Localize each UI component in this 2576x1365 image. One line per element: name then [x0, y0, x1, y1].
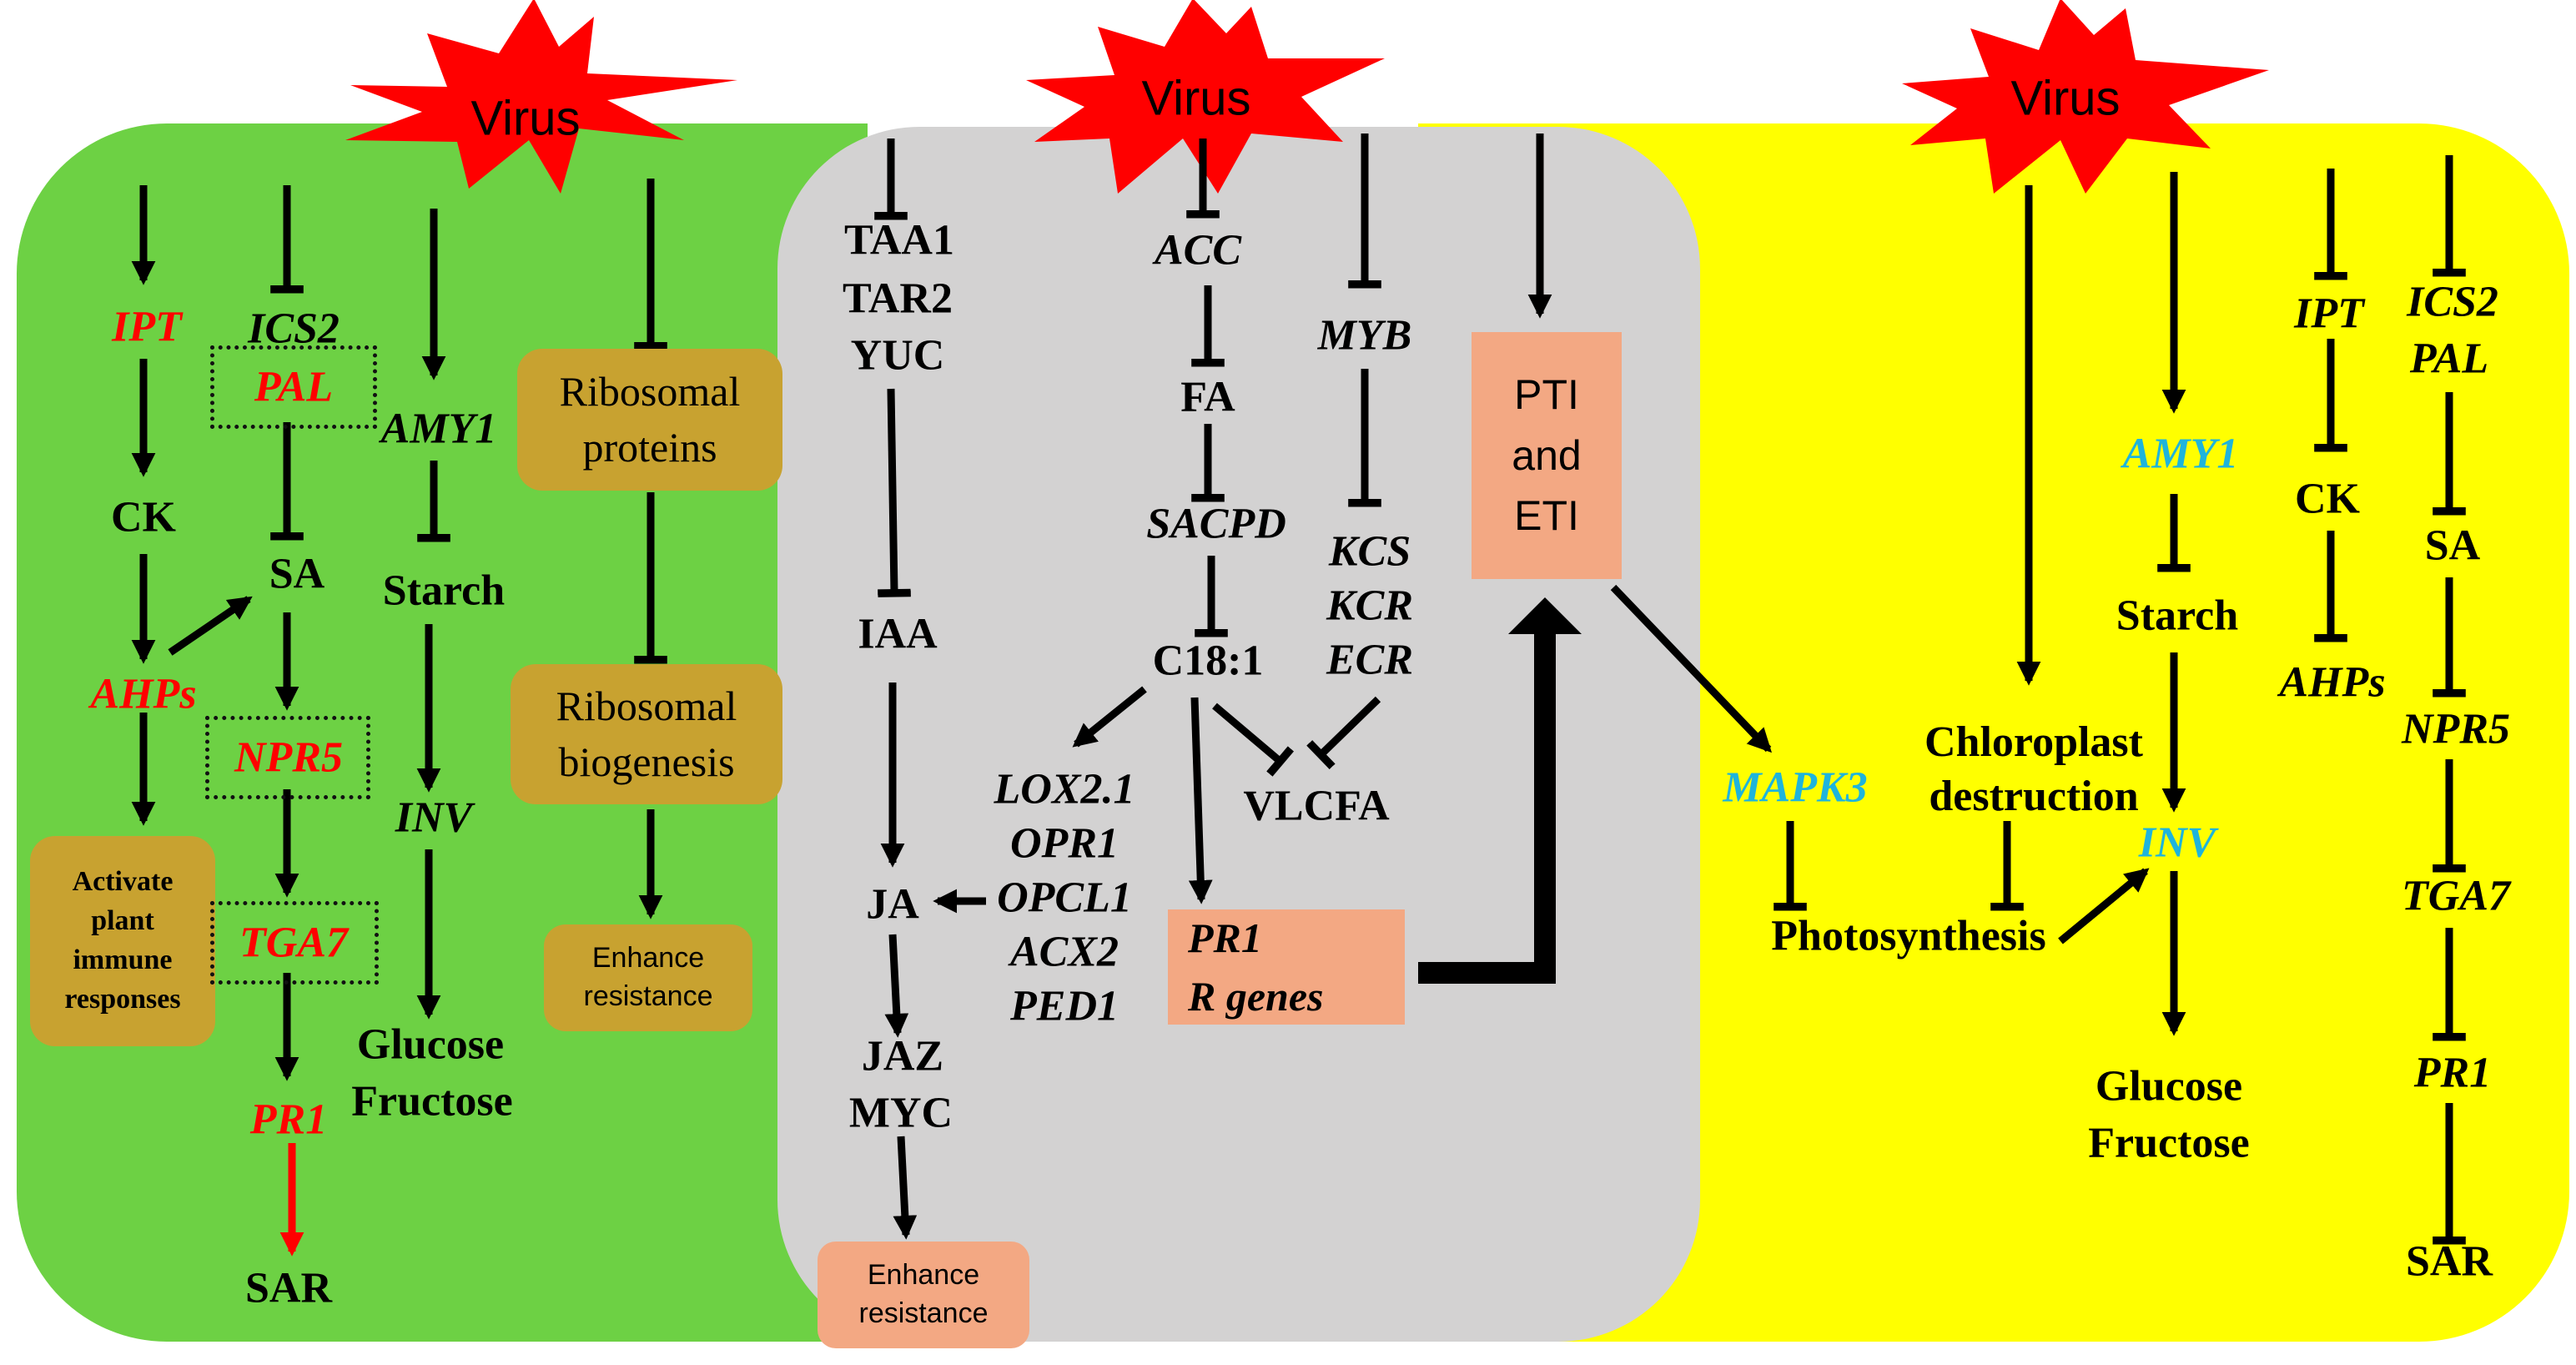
label-acc: ACC — [1154, 226, 1242, 275]
tga7-highlight-box — [210, 901, 379, 985]
label-ipt: IPT — [112, 303, 182, 351]
label-ipt-right: IPT — [2294, 290, 2364, 338]
label-pr1-middle: PR1 — [1188, 914, 1262, 961]
activate-line-2: plant — [91, 905, 154, 937]
label-fructose-right: Fructose — [2088, 1119, 2250, 1167]
label-taa1: TAA1 — [844, 216, 954, 264]
enhance-middle-line-2: resistance — [858, 1297, 989, 1329]
label-kcr: KCR — [1326, 582, 1414, 630]
label-photosynthesis: Photosynthesis — [1771, 912, 2046, 960]
label-ck: CK — [111, 493, 176, 541]
label-glucose-right: Glucose — [2095, 1062, 2243, 1111]
label-opcl1: OPCL1 — [997, 874, 1132, 922]
label-myb: MYB — [1317, 311, 1412, 360]
pti-eti-box: PTI and ETI — [1472, 332, 1622, 579]
ribosomal-proteins-box: Ribosomal proteins — [517, 349, 782, 491]
label-ahps-right: AHPs — [2279, 658, 2386, 707]
virus-star-middle — [1026, 0, 1385, 194]
enhance-resistance-box-left: Enhance resistance — [544, 924, 752, 1031]
pti-line-3: ETI — [1514, 492, 1579, 540]
label-ecr: ECR — [1326, 636, 1414, 684]
label-sa-right: SA — [2424, 521, 2481, 570]
label-sacpd: SACPD — [1146, 500, 1286, 548]
label-pal-right: PAL — [2409, 335, 2489, 383]
chloroplast-line-2: destruction — [1929, 773, 2139, 820]
middle-panel — [777, 127, 1700, 1342]
label-acx2: ACX2 — [1009, 928, 1119, 976]
label-r-genes: R genes — [1188, 973, 1324, 1020]
virus-label-middle: Virus — [1141, 71, 1251, 126]
right-panel — [1418, 123, 2569, 1342]
activate-immune-box: Activate plant immune responses — [30, 836, 215, 1046]
enhance-middle-line-1: Enhance — [867, 1259, 980, 1292]
label-pr1-left: PR1 — [249, 1096, 328, 1144]
enhance-resistance-box-middle: Enhance resistance — [818, 1242, 1029, 1348]
virus-label-right: Virus — [2010, 71, 2121, 126]
label-kcs: KCS — [1328, 527, 1411, 576]
enhance-left-line-2: resistance — [583, 980, 713, 1012]
pti-line-2: and — [1512, 431, 1582, 479]
virus-label-left: Virus — [470, 91, 581, 146]
pr-genes-to-pti-connector — [1418, 627, 1556, 984]
label-amy1-right: AMY1 — [2122, 430, 2239, 478]
label-ped1: PED1 — [1010, 982, 1119, 1030]
label-tga7-right: TGA7 — [2402, 872, 2510, 920]
label-sa-left: SA — [269, 550, 325, 598]
label-starch-left: Starch — [382, 567, 506, 615]
label-tar2: TAR2 — [843, 275, 953, 323]
label-npr5-right: NPR5 — [2402, 705, 2510, 753]
label-ics2-right: ICS2 — [2407, 278, 2498, 326]
activate-line-4: responses — [64, 983, 181, 1015]
label-c181: C18:1 — [1152, 637, 1264, 685]
label-glucose-left: Glucose — [356, 1020, 505, 1069]
label-sar-right: SAR — [2405, 1237, 2493, 1286]
label-yuc: YUC — [850, 331, 945, 380]
activate-line-1: Activate — [72, 866, 174, 898]
pal-highlight-box — [210, 345, 377, 429]
label-inv-right: INV — [2138, 818, 2216, 867]
label-iaa: IAA — [858, 610, 938, 658]
label-ja: JA — [866, 880, 919, 929]
label-amy1-left: AMY1 — [380, 405, 497, 453]
label-myc: MYC — [848, 1089, 953, 1137]
ribosomal-biogenesis-line-1: Ribosomal — [556, 682, 737, 729]
ribosomal-biogenesis-box: Ribosomal biogenesis — [511, 664, 782, 804]
lox-gene-list: LOX2.1 OPR1 OPCL1 ACX2 PED1 — [994, 763, 1135, 1034]
label-opr1: OPR1 — [1010, 819, 1119, 868]
chloroplast-line-1: Chloroplast — [1924, 718, 2143, 766]
pr-genes-to-pti-arrowhead — [1508, 597, 1582, 634]
label-vlcfa: VLCFA — [1243, 782, 1390, 830]
label-fa: FA — [1180, 373, 1235, 421]
label-lox2-1: LOX2.1 — [994, 765, 1135, 813]
ribosomal-proteins-line-2: proteins — [582, 424, 717, 471]
activate-line-3: immune — [73, 944, 173, 975]
virus-star-right — [1902, 0, 2269, 194]
label-npr5-left: NPR5 — [234, 733, 343, 782]
label-sar-left: SAR — [244, 1264, 333, 1312]
label-tga7-left: TGA7 — [239, 919, 348, 967]
chloroplast-destruction: Chloroplast destruction — [1924, 715, 2143, 824]
label-ahps: AHPs — [90, 670, 197, 718]
kcs-gene-list: KCS KCR ECR — [1326, 525, 1413, 688]
npr5-highlight-box — [205, 716, 370, 799]
label-mapk3: MAPK3 — [1723, 763, 1868, 812]
label-inv-left: INV — [395, 793, 473, 842]
virus-star-left — [345, 0, 737, 194]
label-starch-right: Starch — [2116, 592, 2239, 640]
label-pal-left: PAL — [254, 363, 334, 411]
pti-line-1: PTI — [1514, 371, 1579, 419]
enhance-left-line-1: Enhance — [591, 942, 705, 975]
label-jaz: JAZ — [861, 1032, 944, 1080]
label-pr1-right: PR1 — [2413, 1049, 2492, 1097]
label-fructose-left: Fructose — [351, 1077, 513, 1126]
pr1-r-genes-box: PR1 R genes — [1168, 909, 1405, 1025]
ribosomal-biogenesis-line-2: biogenesis — [558, 738, 735, 785]
ribosomal-proteins-line-1: Ribosomal — [559, 367, 741, 415]
label-ck-right: CK — [2295, 475, 2360, 523]
label-ics2: ICS2 — [248, 305, 340, 353]
